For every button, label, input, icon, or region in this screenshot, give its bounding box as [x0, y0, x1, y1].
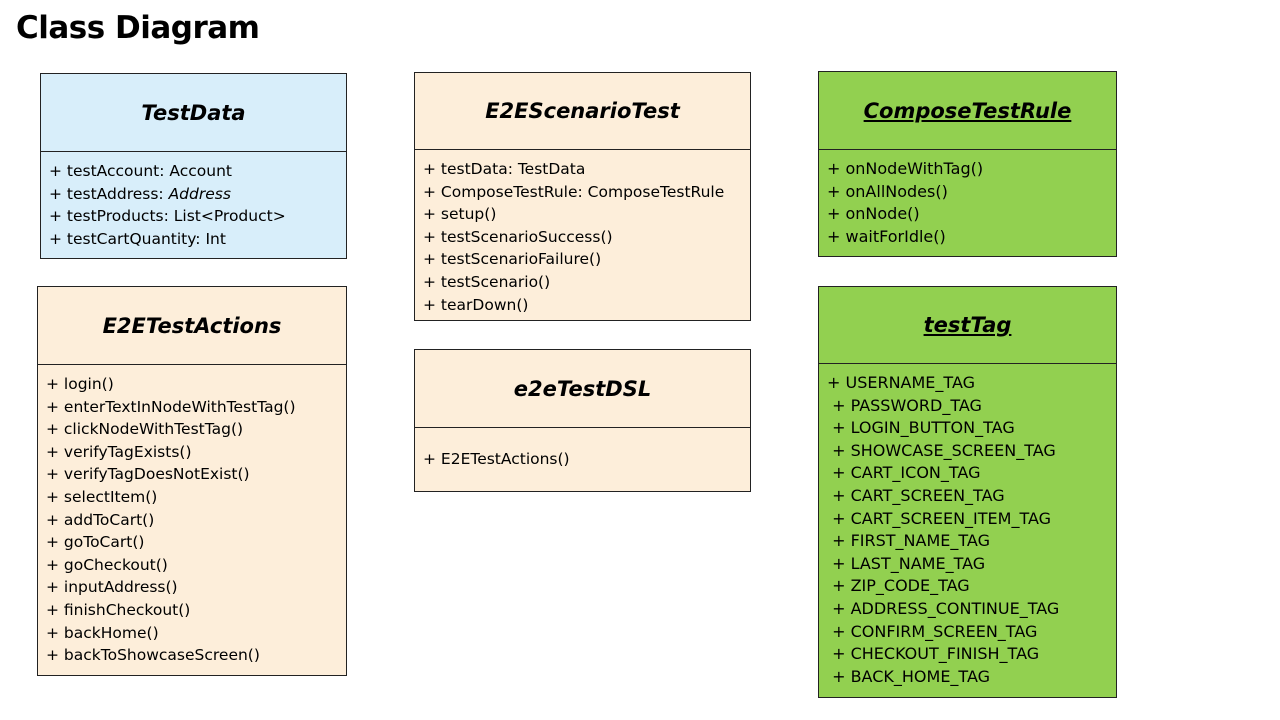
class-name: E2EScenarioTest	[415, 73, 750, 150]
member: + clickNodeWithTestTag()	[46, 420, 244, 439]
member: + ZIP_CODE_TAG	[827, 576, 970, 596]
member: + inputAddress()	[46, 578, 178, 597]
member: + testCartQuantity: Int	[49, 229, 226, 248]
member: + CONFIRM_SCREEN_TAG	[827, 621, 1038, 641]
member: + login()	[46, 375, 114, 393]
member: + goCheckout()	[46, 555, 168, 574]
member: + waitForIdle()	[827, 226, 946, 246]
class-name: E2ETestActions	[38, 287, 346, 365]
class-e2escenariotest: E2EScenarioTest + testData: TestData + C…	[414, 72, 751, 321]
member: + CART_SCREEN_ITEM_TAG	[827, 508, 1052, 528]
member: + testScenario()	[423, 272, 551, 291]
member: + onNodeWithTag()	[827, 159, 984, 178]
member: + testAddress: Address	[49, 183, 346, 206]
member: + CART_ICON_TAG	[827, 463, 981, 483]
member: + onNode()	[827, 204, 920, 224]
member: + testData: TestData	[423, 160, 586, 178]
class-testdata: TestData + testAccount: Account + testAd…	[40, 73, 347, 259]
member: + tearDown()	[423, 295, 529, 314]
class-members: + onNodeWithTag() + onAllNodes() + onNod…	[819, 150, 1116, 248]
class-e2etestactions: E2ETestActions + login() + enterTextInNo…	[37, 286, 347, 676]
class-e2etestdsl: e2eTestDSL + E2ETestActions()	[414, 349, 751, 492]
member: + selectItem()	[46, 487, 158, 506]
class-testtag: testTag + USERNAME_TAG + PASSWORD_TAG + …	[818, 286, 1117, 698]
member: + E2ETestActions()	[423, 450, 570, 468]
member: + USERNAME_TAG	[827, 373, 976, 392]
member: + testScenarioSuccess()	[423, 227, 613, 246]
member: + testAccount: Account	[49, 162, 232, 180]
member: + addToCart()	[46, 510, 155, 529]
member: + ADDRESS_CONTINUE_TAG	[827, 598, 1060, 618]
class-name: e2eTestDSL	[415, 350, 750, 428]
member: + backToShowcaseScreen()	[46, 646, 260, 665]
class-name: TestData	[41, 74, 346, 152]
member: + PASSWORD_TAG	[827, 395, 982, 415]
member: + testScenarioFailure()	[423, 250, 602, 269]
member: + verifyTagExists()	[46, 442, 192, 461]
class-members: + testData: TestData + ComposeTestRule: …	[415, 150, 750, 316]
member-label: + testAddress:	[49, 184, 169, 203]
member: + finishCheckout()	[46, 600, 191, 619]
class-name: testTag	[819, 287, 1116, 364]
member: + backHome()	[46, 623, 159, 642]
member: + ComposeTestRule: ComposeTestRule	[423, 182, 725, 201]
member: + verifyTagDoesNotExist()	[46, 465, 250, 484]
member: + LOGIN_BUTTON_TAG	[827, 418, 1015, 438]
member: + goToCart()	[46, 533, 145, 552]
class-name: ComposeTestRule	[819, 72, 1116, 150]
member-type: Address	[168, 184, 231, 203]
member: + testProducts: List<Product>	[49, 207, 286, 226]
class-members: + E2ETestActions()	[415, 428, 750, 471]
class-members: + login() + enterTextInNodeWithTestTag()…	[38, 365, 346, 667]
member: + enterTextInNodeWithTestTag()	[46, 397, 296, 416]
member: + setup()	[423, 205, 497, 224]
class-composetestrule: ComposeTestRule + onNodeWithTag() + onAl…	[818, 71, 1117, 257]
member: + CHECKOUT_FINISH_TAG	[827, 644, 1040, 664]
class-members: + USERNAME_TAG + PASSWORD_TAG + LOGIN_BU…	[819, 364, 1116, 688]
diagram-title: Class Diagram	[16, 10, 260, 46]
member: + SHOWCASE_SCREEN_TAG	[827, 440, 1056, 460]
member: + onAllNodes()	[827, 181, 948, 201]
member: + FIRST_NAME_TAG	[827, 531, 990, 551]
member: + LAST_NAME_TAG	[827, 553, 986, 573]
class-members: + testAccount: Account + testAddress: Ad…	[41, 152, 346, 250]
member: + BACK_HOME_TAG	[827, 666, 991, 686]
member: + CART_SCREEN_TAG	[827, 485, 1005, 505]
